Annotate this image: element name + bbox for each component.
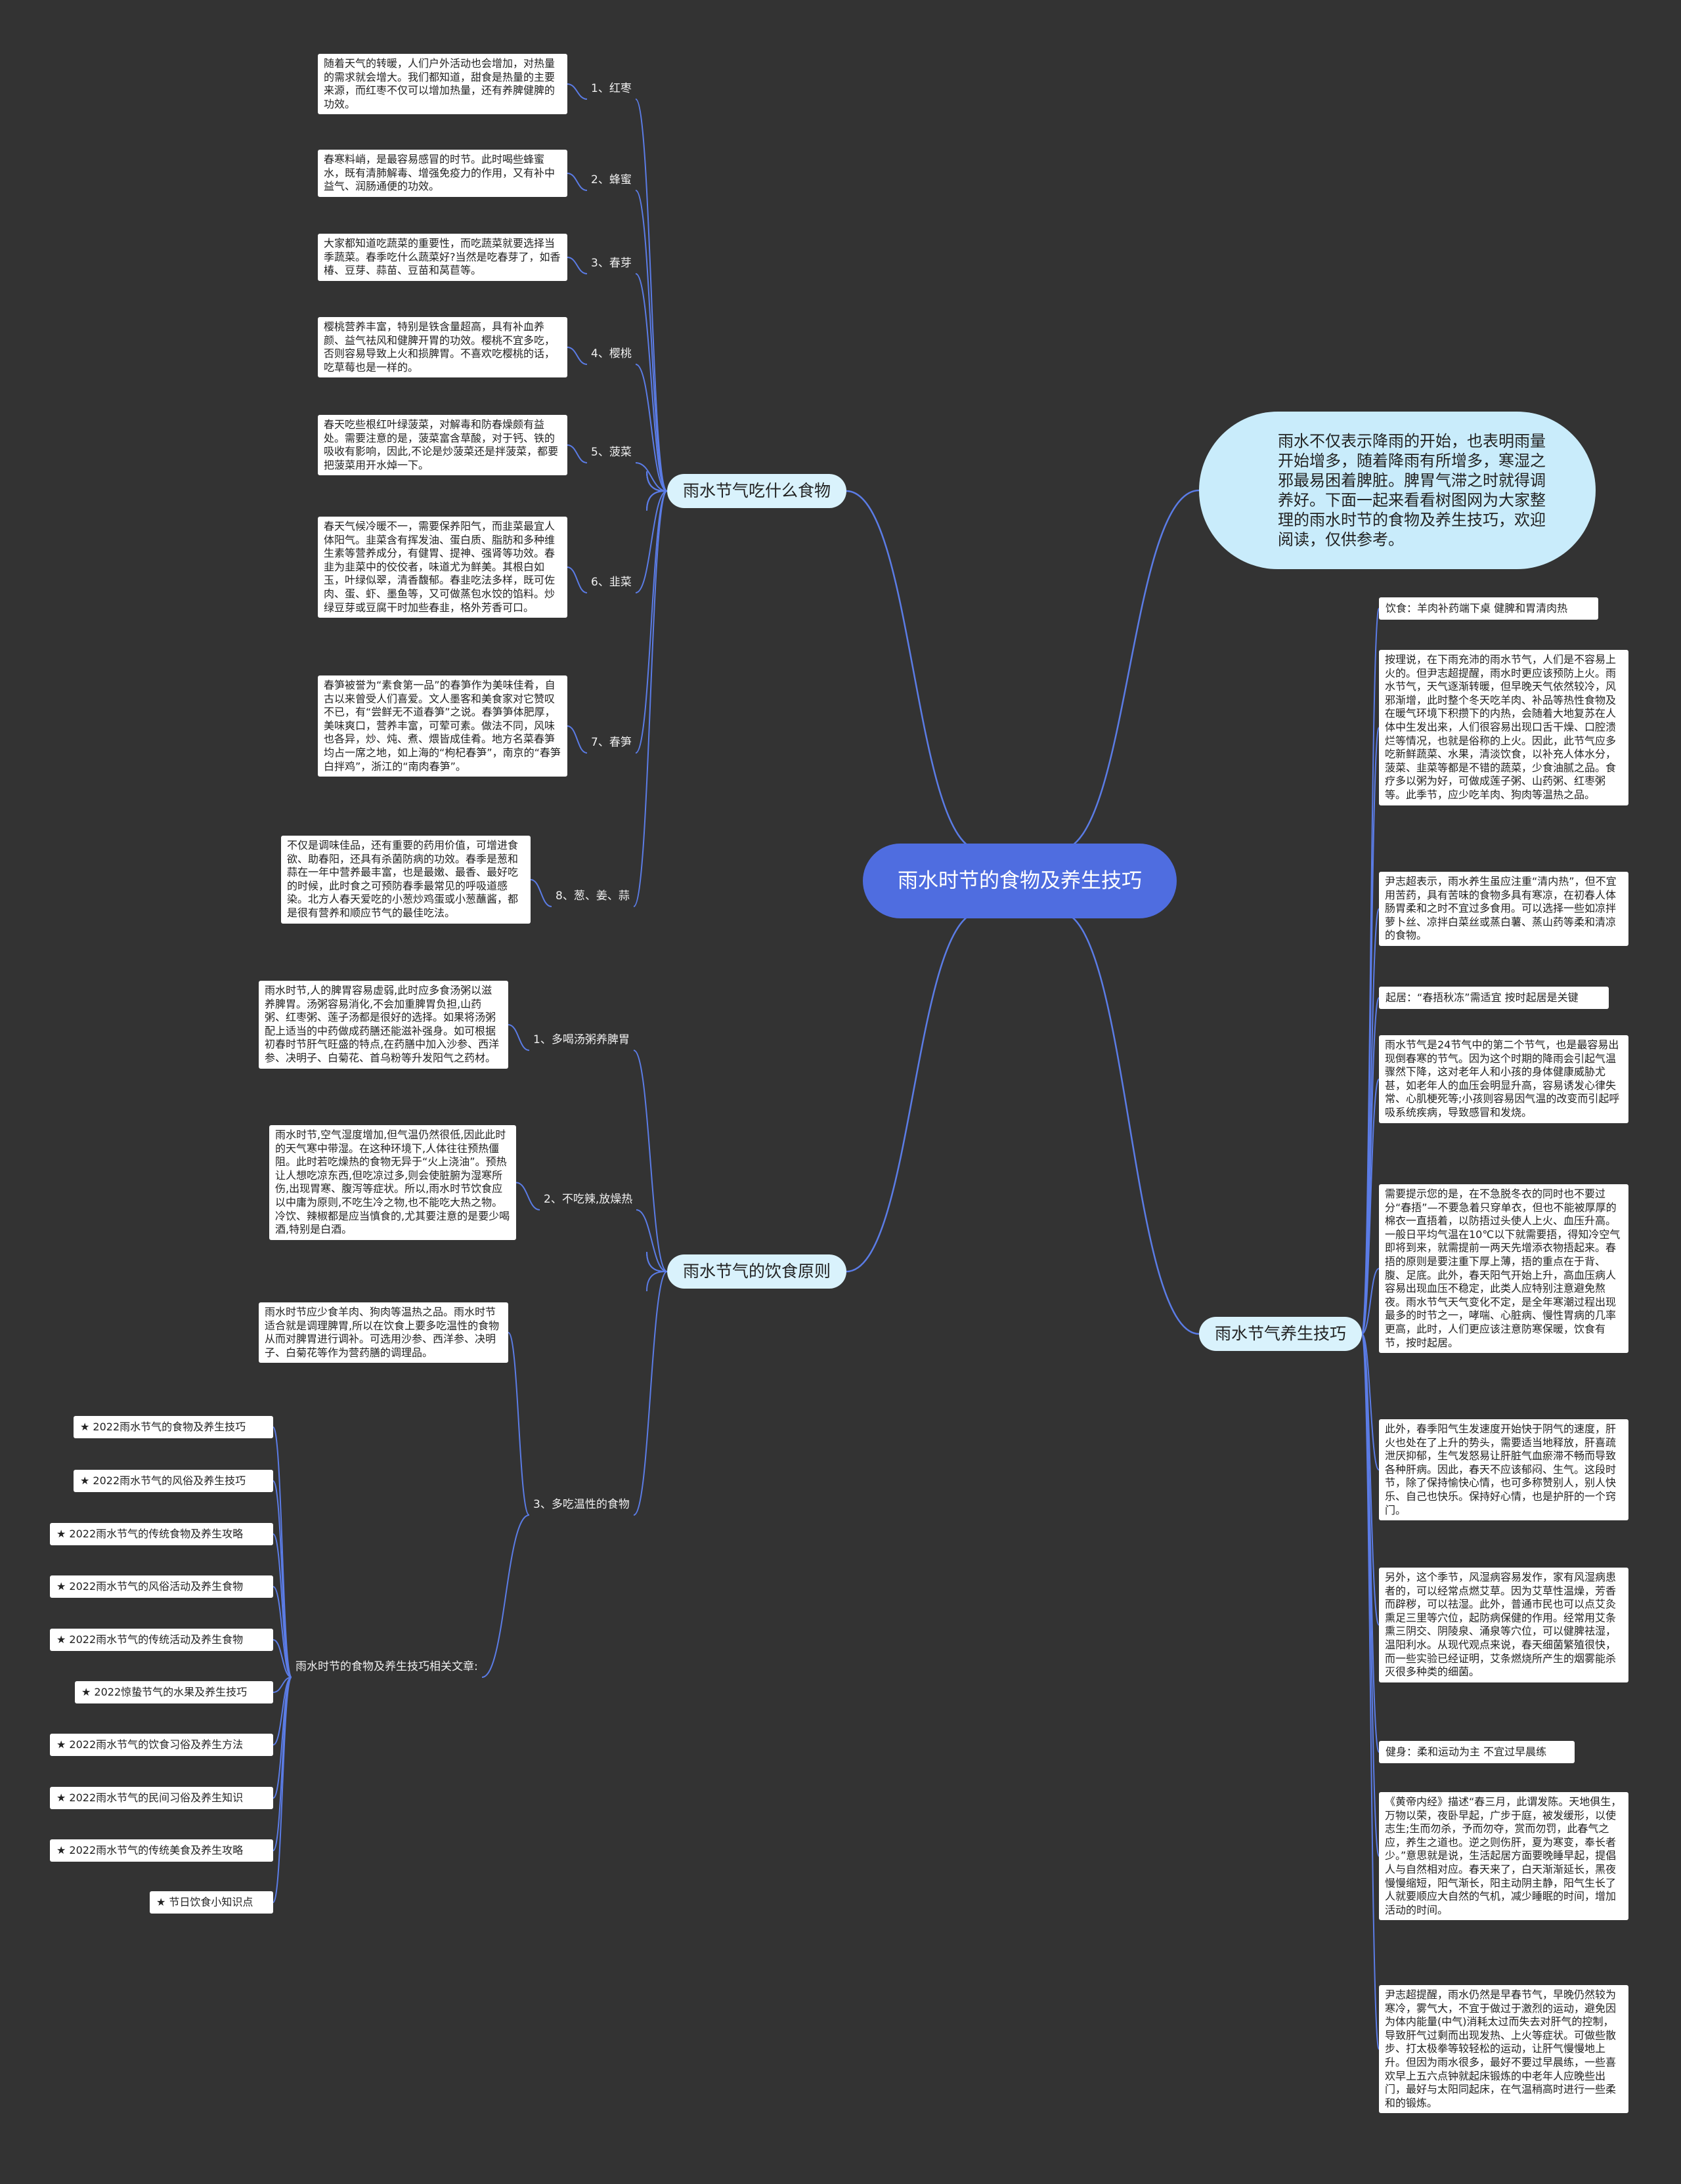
food-label-6[interactable]: 6、韭菜 <box>587 570 636 594</box>
health-leaf-1: 按理说，在下雨充沛的雨水节气，人们是不容易上火的。但尹志超提醒，雨水时更应该预防… <box>1379 650 1628 805</box>
related-article-9[interactable]: ★ 2022雨水节气的传统美食及养生攻略 <box>50 1839 273 1862</box>
related-article-1[interactable]: ★ 2022雨水节气的食物及养生技巧 <box>74 1416 273 1438</box>
related-article-8[interactable]: ★ 2022雨水节气的民间习俗及养生知识 <box>50 1787 273 1809</box>
intro-text: 雨水不仅表示降雨的开始，也表明雨量开始增多，随着降雨有所增多，寒湿之邪最易困着脾… <box>1278 432 1546 549</box>
food-label-5[interactable]: 5、菠菜 <box>587 440 636 464</box>
health-tag-living[interactable]: 起居：“春捂秋冻”需适宜 按时起居是关键 <box>1379 987 1609 1009</box>
related-article-10[interactable]: ★ 节日饮食小知识点 <box>150 1891 273 1914</box>
health-leaf-4: 需要提示您的是，在不急脱冬衣的同时也不要过分“春捂”—不要急着只穿单衣，但也不能… <box>1379 1184 1628 1354</box>
branch-diet[interactable]: 雨水节气的饮食原则 <box>667 1254 847 1289</box>
related-article-5[interactable]: ★ 2022雨水节气的传统活动及养生食物 <box>50 1629 273 1651</box>
related-articles-label[interactable]: 雨水时节的食物及养生技巧相关文章: <box>292 1655 482 1679</box>
health-tag-exercise[interactable]: 健身：柔和运动为主 不宜过早晨练 <box>1379 1741 1575 1763</box>
health-leaf-6: 另外，这个季节，风湿病容易发作，家有风湿病患者的，可以经常点燃艾草。因为艾草性温… <box>1379 1568 1628 1682</box>
health-tag-diet[interactable]: 饮食：羊肉补药端下桌 健脾和胃清肉热 <box>1379 597 1598 620</box>
diet-leaf-2: 雨水时节,空气湿度增加,但气温仍然很低,因此此时的天气寒中带湿。在这种环境下,人… <box>269 1125 516 1240</box>
health-leaf-3: 雨水节气是24节气中的第二个节气，也是最容易出现倒春寒的节气。因为这个时期的降雨… <box>1379 1035 1628 1123</box>
food-label-4[interactable]: 4、樱桃 <box>587 342 636 366</box>
health-leaf-2: 尹志超表示，雨水养生虽应注重“清内热”，但不宜用苦药，具有苦味的食物多具有寒凉，… <box>1379 872 1628 946</box>
food-leaf-8: 不仅是调味佳品，还有重要的药用价值，可增进食欲、助春阳，还具有杀菌防病的功效。春… <box>281 836 531 924</box>
food-leaf-3: 大家都知道吃蔬菜的重要性，而吃蔬菜就要选择当季蔬菜。春季吃什么蔬菜好?当然是吃春… <box>318 234 567 281</box>
food-leaf-2: 春寒料峭，是最容易感冒的时节。此时喝些蜂蜜水，既有清肺解毒、增强免疫力的作用，又… <box>318 150 567 197</box>
food-leaf-6: 春天气候冷暖不一，需要保养阳气，而韭菜最宜人体阳气。韭菜含有挥发油、蛋白质、脂肪… <box>318 517 567 618</box>
health-leaf-7: 《黄帝内经》描述“春三月，此谓发陈。天地俱生，万物以荣，夜卧早起，广步于庭，被发… <box>1379 1792 1628 1921</box>
related-article-2[interactable]: ★ 2022雨水节气的风俗及养生技巧 <box>74 1470 273 1492</box>
food-label-7[interactable]: 7、春笋 <box>587 731 636 754</box>
health-leaf-5: 此外，春季阳气生发速度开始快于阴气的速度，肝火也处在了上升的势头，需要适当地释放… <box>1379 1419 1628 1521</box>
health-leaf-8: 尹志超提醒，雨水仍然是早春节气，早晚仍然较为寒冷，雾气大，不宜于做过于激烈的运动… <box>1379 1985 1628 2114</box>
food-leaf-1: 随着天气的转暖，人们户外活动也会增加，对热量的需求就会增大。我们都知道，甜食是热… <box>318 54 567 115</box>
food-leaf-7: 春笋被誉为“素食第一品”的春笋作为美味佳肴，自古以来曾受人们喜爱。文人墨客和美食… <box>318 675 567 777</box>
diet-label-2[interactable]: 2、不吃辣,放燥热 <box>540 1188 637 1211</box>
food-label-1[interactable]: 1、红枣 <box>587 77 636 100</box>
branch-health[interactable]: 雨水节气养生技巧 <box>1199 1317 1363 1351</box>
root-title: 雨水时节的食物及养生技巧 <box>898 869 1142 893</box>
food-label-2[interactable]: 2、蜂蜜 <box>587 168 636 192</box>
diet-leaf-3: 雨水时节应少食羊肉、狗肉等温热之品。雨水时节适合就是调理脾胃,所以在饮食上要多吃… <box>259 1302 508 1363</box>
food-label-8[interactable]: 8、葱、姜、蒜 <box>552 884 634 908</box>
related-article-7[interactable]: ★ 2022雨水节气的饮食习俗及养生方法 <box>50 1734 273 1756</box>
related-article-4[interactable]: ★ 2022雨水节气的风俗活动及养生食物 <box>50 1575 273 1598</box>
diet-label-3[interactable]: 3、多吃温性的食物 <box>529 1493 634 1516</box>
root-topic[interactable]: 雨水时节的食物及养生技巧 <box>863 844 1177 918</box>
diet-label-1[interactable]: 1、多喝汤粥养脾胃 <box>529 1028 634 1052</box>
branch-food[interactable]: 雨水节气吃什么食物 <box>667 474 847 508</box>
diet-leaf-1: 雨水时节,人的脾胃容易虚弱,此时应多食汤粥以滋养脾胃。汤粥容易消化,不会加重脾胃… <box>259 981 508 1069</box>
intro-bubble[interactable]: 雨水不仅表示降雨的开始，也表明雨量开始增多，随着降雨有所增多，寒湿之邪最易困着脾… <box>1199 412 1596 569</box>
related-article-3[interactable]: ★ 2022雨水节气的传统食物及养生攻略 <box>50 1523 273 1545</box>
related-article-6[interactable]: ★ 2022惊蛰节气的水果及养生技巧 <box>75 1681 273 1703</box>
food-leaf-4: 樱桃营养丰富，特别是铁含量超高，具有补血养颜、益气祛风和健脾开胃的功效。樱桃不宜… <box>318 317 567 378</box>
food-leaf-5: 春天吃些根红叶绿菠菜，对解毒和防春燥颇有益处。需要注意的是，菠菜富含草酸，对于钙… <box>318 415 567 476</box>
food-label-3[interactable]: 3、春芽 <box>587 251 636 275</box>
